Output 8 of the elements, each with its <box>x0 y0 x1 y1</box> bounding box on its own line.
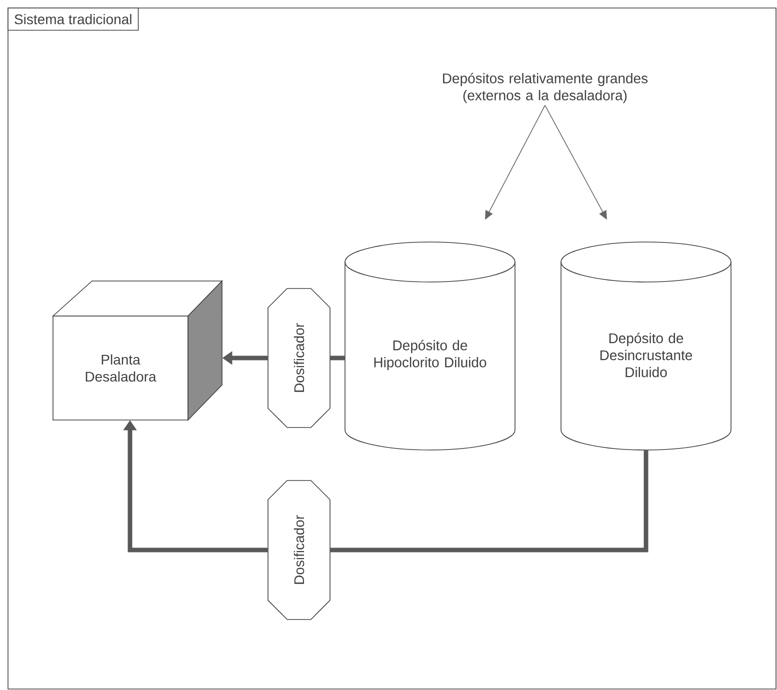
tank-cylinder: Depósito de Hipoclorito Diluido <box>344 242 516 450</box>
node-label: Depósito de Hipoclorito Diluido <box>374 340 486 370</box>
node-label: Depósito de Desincrustante Diluido <box>600 332 692 378</box>
tank-cylinder: Depósito de Desincrustante Diluido <box>560 242 732 450</box>
doser-octagon: Dosificador <box>268 480 330 620</box>
tab-label: Sistema tradicional <box>8 8 139 31</box>
doser-octagon: Dosificador <box>268 288 330 428</box>
note-text: Depósitos relativamente grandes (externos a la desaladora) <box>443 72 648 104</box>
